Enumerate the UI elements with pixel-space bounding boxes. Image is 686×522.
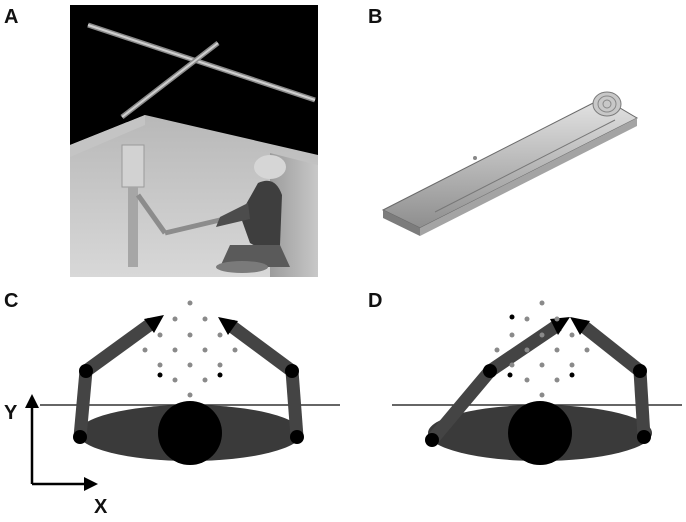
panel-label-c: C xyxy=(4,290,19,312)
y-axis-label: Y xyxy=(4,402,18,424)
x-axis-label: X xyxy=(94,496,108,518)
panel-label-b: B xyxy=(368,6,383,28)
axis-arrows xyxy=(20,392,100,492)
panel-a-robot-scene xyxy=(70,5,318,277)
panel-b-handle-device xyxy=(375,80,650,240)
panel-d-reaching-diagram xyxy=(392,295,686,470)
panel-label-d: D xyxy=(368,290,383,312)
panel-c-reaching-diagram xyxy=(40,295,350,470)
panel-label-a: A xyxy=(4,6,19,28)
